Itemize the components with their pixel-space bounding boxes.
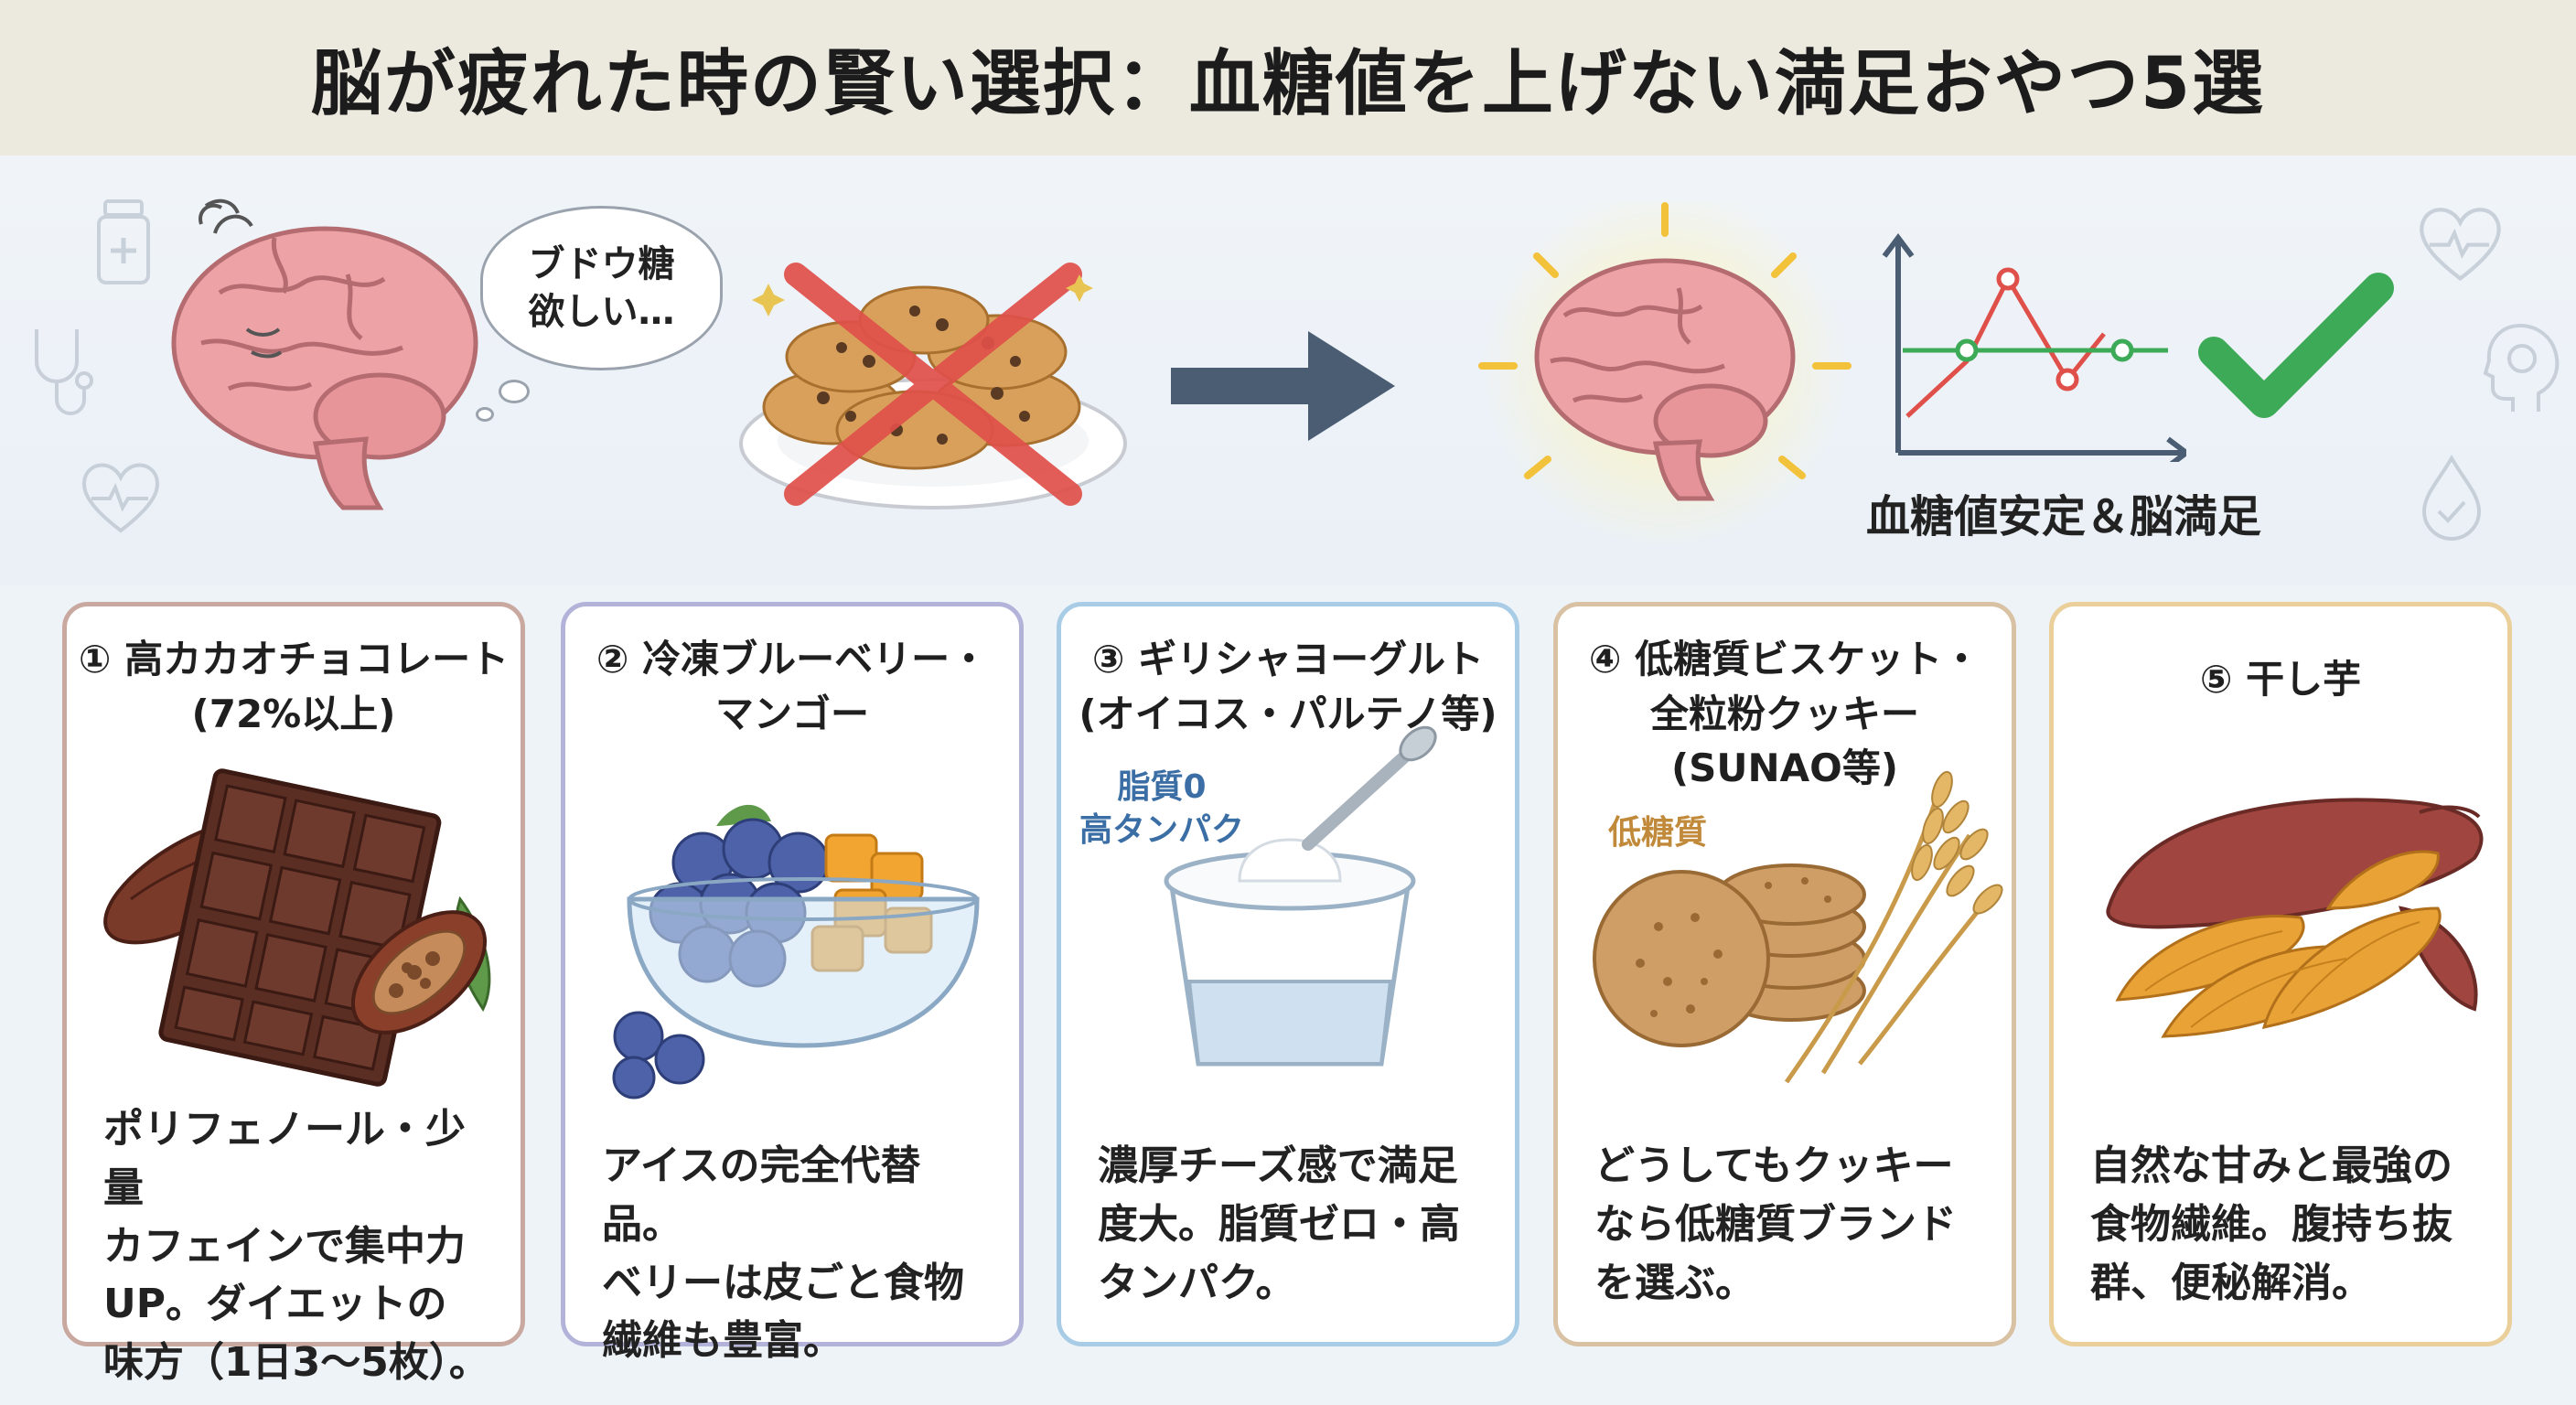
card-description: 自然な甘みと最強の 食物繊維。腹持ち抜 群、便秘解消。 [2090,1137,2480,1312]
snack-card-frozen-fruit: ② 冷凍ブルーベリー・ マンゴー アイスの完全代替品。 ベリーは皮ごと食物 繊維… [561,602,1024,1364]
card-title-line1: ② 冷凍ブルーベリー・ [596,637,989,681]
card-desc-line2: なら低糖質ブランド [1594,1200,1957,1248]
card-desc-line3: 繊維も豊富。 [602,1317,843,1365]
chocolate-illustration [103,768,491,1087]
heart-pulse-icon-right [2420,208,2501,282]
card-desc-line2: カフェインで集中力 [103,1222,466,1270]
transition-arrow-icon [1171,331,1395,441]
card-desc-line2: 度大。脂質ゼロ・高 [1098,1200,1460,1248]
card-desc-line1: アイスの完全代替品。 [602,1142,921,1248]
title-banner: 脳が疲れた時の賢い選択：血糖値を上げない満足おやつ5選 [0,0,2576,156]
card-title-line2: (72%以上) [191,691,396,736]
yogurt-annotation: 脂質0 高タンパク [1079,767,1244,853]
card-desc-line1: ポリフェノール・少量 [103,1106,466,1211]
card-title-line1: ⑤ 干し芋 [2199,657,2362,702]
snack-card-low-carb-biscuit: ④ 低糖質ビスケット・ 全粒粉クッキー (SUNAO等) 低糖質 どうしてもクッ… [1553,602,2016,1346]
card-title: ⑤ 干し芋 [2054,652,2507,707]
card-title: ② 冷凍ブルーベリー・ マンゴー [565,632,1019,741]
cookie-plate-crossed-illustration [739,263,1127,509]
card-desc-line4: 味方（1日3〜5枚）。 [103,1339,489,1387]
annotation-line1: 低糖質 [1608,814,1708,852]
happy-brain-illustration [1478,201,1852,549]
card-desc-line1: 濃厚チーズ感で満足 [1098,1142,1458,1189]
heart-pulse-icon [82,463,159,533]
medicine-bottle-icon [97,199,150,284]
thought-text-line2: 欲しい… [528,291,675,333]
card-title-line1: ④ 低糖質ビスケット・ [1588,637,1981,681]
card-desc-line1: 自然な甘みと最強の [2090,1142,2453,1189]
sweet-potato-illustration [2106,798,2484,1038]
water-drop-icon [2421,455,2482,541]
snack-card-greek-yogurt: ③ ギリシャヨーグルト (オイコス・パルテノ等) 脂質0 高タンパク 濃厚チーズ… [1057,602,1519,1346]
card-title-line2: 全粒粉クッキー [1649,691,1919,736]
card-desc-line2: 食物繊維。腹持ち抜 [2090,1200,2453,1248]
card-desc-line3: タンパク。 [1098,1259,1296,1306]
card-desc-line3: 群、便秘解消。 [2090,1259,2372,1306]
yogurt-cup-illustration [1164,725,1437,1067]
card-desc-line3: UP。ダイエットの [103,1281,447,1328]
thought-bubble: ブドウ糖 欲しい… [480,206,723,370]
card-desc-line2: ベリーは皮ごと食物 [602,1259,964,1306]
snack-card-dried-sweet-potato: ⑤ 干し芋 自然な甘みと最強の 食物繊維。腹持ち抜 群、便秘解消。 [2049,602,2512,1346]
thought-dot-large [499,380,530,403]
annotation-line2: 高タンパク [1079,810,1245,849]
biscuit-wheat-illustration [1593,770,2003,1084]
card-title-line3: (SUNAO等) [1670,745,1899,791]
card-desc-line3: を選ぶ。 [1594,1259,1755,1306]
stethoscope-icon [35,329,93,415]
tired-brain-illustration [171,198,478,510]
card-title: ④ 低糖質ビスケット・ 全粒粉クッキー (SUNAO等) [1558,632,2012,796]
berry-mango-bowl-illustration [612,804,980,1099]
card-title-line1: ③ ギリシャヨーグルト [1091,637,1485,681]
card-description: ポリフェノール・少量 カフェインで集中力 UP。ダイエットの 味方（1日3〜5枚… [103,1100,493,1392]
card-title: ① 高カカオチョコレート (72%以上) [67,632,521,741]
snack-card-chocolate: ① 高カカオチョコレート (72%以上) ポリフェノール・少量 カフェインで集中… [62,602,525,1386]
thought-text-line1: ブドウ糖 [528,243,675,285]
card-title-line2: マンゴー [714,691,869,736]
head-gear-icon [2484,323,2560,412]
card-description: アイスの完全代替品。 ベリーは皮ごと食物 繊維も豊富。 [602,1137,992,1370]
card-description: 濃厚チーズ感で満足 度大。脂質ゼロ・高 タンパク。 [1098,1137,1487,1312]
annotation-line1: 脂質0 [1117,768,1207,806]
page-title: 脳が疲れた時の賢い選択：血糖値を上げない満足おやつ5選 [310,43,2266,125]
stable-label: 血糖値安定＆脳満足 [1866,491,2262,542]
card-title-line1: ① 高カカオチョコレート [78,637,510,681]
card-desc-line1: どうしてもクッキー [1594,1142,1954,1189]
biscuit-annotation: 低糖質 [1608,812,1707,855]
blood-sugar-chart-icon [1882,233,2186,462]
check-mark-icon [2198,273,2394,418]
thought-dot-small [476,407,494,422]
card-description: どうしてもクッキー なら低糖質ブランド を選ぶ。 [1594,1137,1984,1312]
